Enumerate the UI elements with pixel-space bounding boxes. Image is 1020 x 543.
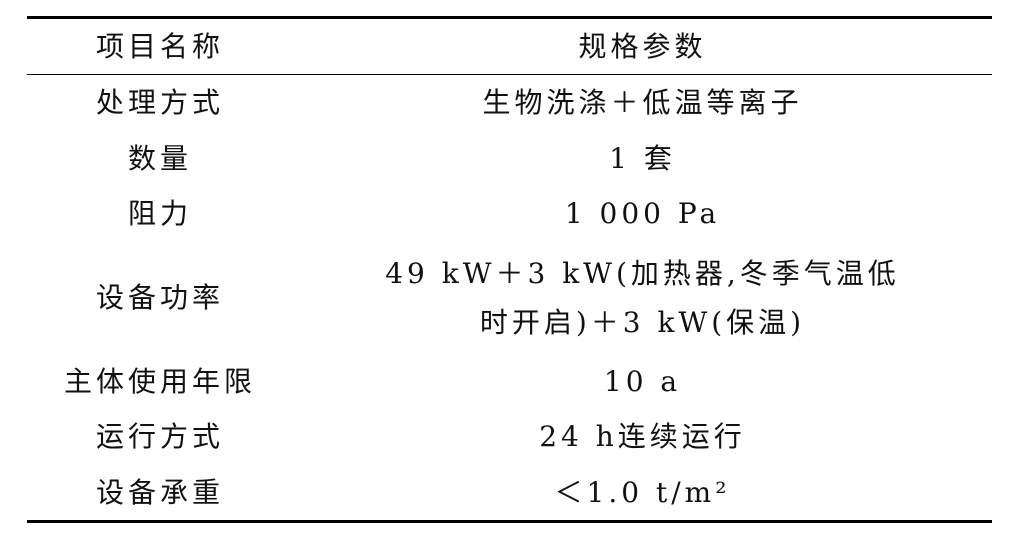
spec-cell: 24 h连续运行	[293, 412, 992, 461]
spec-cell: 1 000 Pa	[293, 189, 992, 238]
item-label: 处理方式	[95, 86, 224, 120]
spec-cell: 生物洗涤＋低温等离子	[293, 78, 992, 127]
spec-value: 10 a	[603, 364, 682, 398]
header-spec-label: 规格参数	[578, 30, 707, 63]
spec-value: 1 000 Pa	[564, 197, 721, 231]
header-cell-item: 项目名称	[27, 22, 293, 71]
table-row: 处理方式 生物洗涤＋低温等离子	[27, 75, 992, 131]
spec-value: 生物洗涤＋低温等离子	[482, 86, 803, 120]
item-label: 设备承重	[95, 475, 224, 509]
spec-value-line-1: 49 kW＋3 kW(加热器,冬季气温低	[385, 256, 900, 290]
table-row: 数量 1 套	[27, 131, 992, 187]
item-label: 阻力	[127, 197, 192, 231]
spec-value: 24 h连续运行	[539, 420, 746, 454]
table-header-row: 项目名称 规格参数	[27, 19, 992, 75]
spec-value-line-2: 时开启)＋3 kW(保温)	[479, 305, 806, 339]
spec-cell: ＜1.0 t/m²	[293, 468, 992, 517]
spec-cell: 10 a	[293, 357, 992, 406]
header-cell-spec: 规格参数	[293, 22, 992, 71]
spec-value: 1 套	[609, 141, 676, 175]
spec-cell: 1 套	[293, 134, 992, 183]
item-cell: 数量	[27, 134, 293, 183]
table-row: 设备功率 49 kW＋3 kW(加热器,冬季气温低 时开启)＋3 kW(保温)	[27, 242, 992, 354]
header-item-label: 项目名称	[95, 30, 224, 63]
spec-cell: 49 kW＋3 kW(加热器,冬季气温低 时开启)＋3 kW(保温)	[293, 249, 992, 347]
item-label: 设备功率	[95, 281, 224, 314]
item-label: 数量	[127, 141, 192, 175]
item-label: 主体使用年限	[63, 364, 256, 398]
table-row: 主体使用年限 10 a	[27, 354, 992, 410]
item-cell: 处理方式	[27, 78, 293, 127]
item-label: 运行方式	[95, 420, 224, 454]
item-cell: 主体使用年限	[27, 357, 293, 406]
table-row: 设备承重 ＜1.0 t/m²	[27, 465, 992, 521]
table-row: 运行方式 24 h连续运行	[27, 409, 992, 465]
item-cell: 设备功率	[27, 273, 293, 322]
table-row: 阻力 1 000 Pa	[27, 186, 992, 242]
item-cell: 阻力	[27, 189, 293, 238]
item-cell: 运行方式	[27, 412, 293, 461]
item-cell: 设备承重	[27, 468, 293, 517]
spec-table: 项目名称 规格参数 处理方式 生物洗涤＋低温等离子 数量 1 套 阻力 1 00…	[27, 16, 992, 523]
spec-value: ＜1.0 t/m²	[554, 475, 731, 509]
